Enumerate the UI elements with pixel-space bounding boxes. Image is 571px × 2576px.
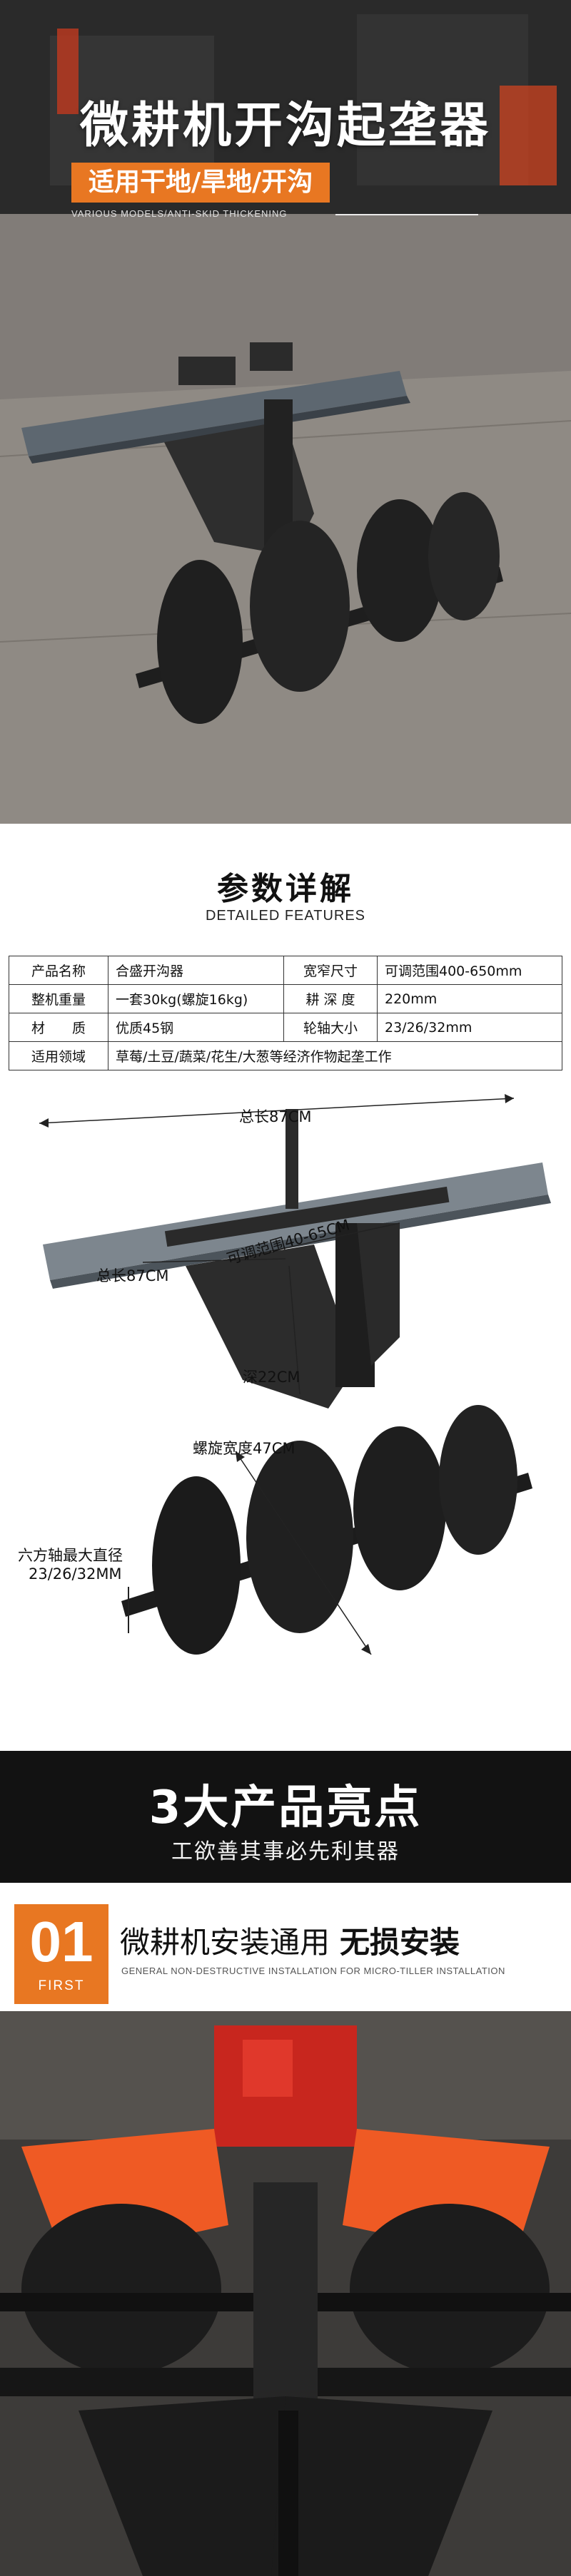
hero-title: 微耕机开沟起垄器 xyxy=(79,98,491,154)
highlights-title: 3大产品亮点 xyxy=(148,1782,423,1834)
hero-subtitle-en: VARIOUS MODELS/ANTI-SKID THICKENING xyxy=(71,208,288,219)
feature-title-normal: 微耕机安装通用 xyxy=(120,1925,330,1960)
table-row: 材 质 优质45钢 轮轴大小 23/26/32mm xyxy=(9,1013,562,1042)
dim-total-length-top: 总长87CM xyxy=(239,1108,312,1125)
spec-key: 适用领域 xyxy=(9,1041,108,1070)
spec-key: 宽窄尺寸 xyxy=(283,956,378,985)
highlights-subtitle: 工欲善其事必先利其器 xyxy=(171,1839,400,1864)
feature-title: 微耕机安装通用无损安装 xyxy=(120,1918,460,1962)
details-title: 参数详解 xyxy=(217,871,354,907)
spec-value: 220mm xyxy=(377,984,562,1013)
spec-key: 整机重量 xyxy=(9,984,108,1013)
feature-title-bold: 无损安装 xyxy=(340,1925,460,1960)
hero-subtitle-badge: 适用干地/旱地/开沟 xyxy=(71,163,330,203)
dim-total-length-left: 总长87CM xyxy=(96,1267,169,1284)
dimension-diagram xyxy=(39,1094,551,1655)
spec-value: 一套30kg(螺旋16kg) xyxy=(108,984,284,1013)
highlights-banner: 3大产品亮点 工欲善其事必先利其器 xyxy=(0,1751,571,1883)
spec-value: 草莓/土豆/蔬菜/花生/大葱等经济作物起垄工作 xyxy=(108,1041,562,1070)
feature-01-section: 01 FIRST 微耕机安装通用无损安装 GENERAL NON-DESTRUC… xyxy=(0,1883,571,2576)
spec-key: 耕 深 度 xyxy=(283,984,378,1013)
spec-value: 合盛开沟器 xyxy=(108,956,284,985)
spec-table: 产品名称 合盛开沟器 宽窄尺寸 可调范围400-650mm 整机重量 一套30k… xyxy=(9,956,562,1070)
details-subtitle: DETAILED FEATURES xyxy=(205,908,366,924)
hero-divider xyxy=(335,214,478,215)
feature-number-badge: 01 FIRST xyxy=(14,1904,108,2004)
feature-01-photo xyxy=(0,2011,571,2576)
table-row: 产品名称 合盛开沟器 宽窄尺寸 可调范围400-650mm xyxy=(9,956,562,985)
spec-key: 轮轴大小 xyxy=(283,1013,378,1042)
dim-shaft-label-1: 六方轴最大直径 xyxy=(18,1547,123,1564)
table-row: 适用领域 草莓/土豆/蔬菜/花生/大葱等经济作物起垄工作 xyxy=(9,1041,562,1070)
details-section: 参数详解 DETAILED FEATURES 产品名称 合盛开沟器 宽窄尺寸 可… xyxy=(0,824,571,1751)
feature-header: 01 FIRST 微耕机安装通用无损安装 GENERAL NON-DESTRUC… xyxy=(0,1883,571,2011)
feature-number: 01 xyxy=(29,1910,94,1973)
hero-product-photo xyxy=(0,0,571,824)
dim-spiral-width: 螺旋宽度47CM xyxy=(193,1440,295,1457)
dim-shaft-label-2: 23/26/32MM xyxy=(29,1565,122,1583)
dim-depth: 深22CM xyxy=(243,1369,300,1386)
spec-value: 可调范围400-650mm xyxy=(377,956,562,985)
feature-first-label: FIRST xyxy=(38,1978,85,1993)
hero-banner: 微耕机开沟起垄器 适用干地/旱地/开沟 VARIOUS MODELS/ANTI-… xyxy=(0,0,571,824)
spec-key: 材 质 xyxy=(9,1013,108,1042)
spec-value: 优质45钢 xyxy=(108,1013,284,1042)
table-row: 整机重量 一套30kg(螺旋16kg) 耕 深 度 220mm xyxy=(9,984,562,1013)
feature-title-en: GENERAL NON-DESTRUCTIVE INSTALLATION FOR… xyxy=(121,1966,505,1976)
